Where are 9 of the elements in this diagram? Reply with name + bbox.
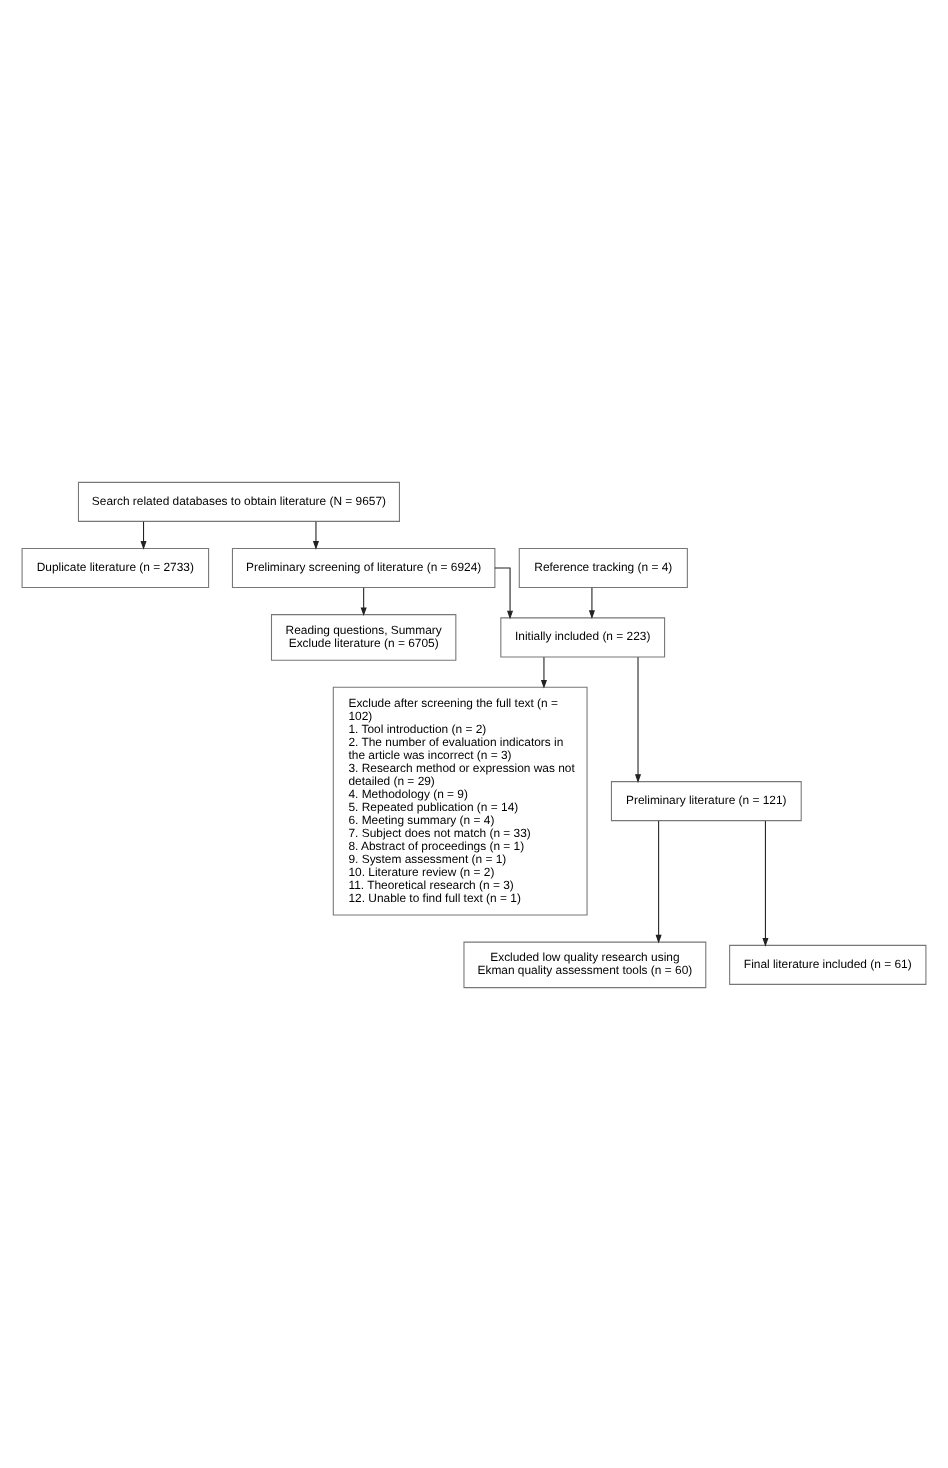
arrow (540, 655, 547, 688)
arrow (634, 655, 642, 782)
arrow (588, 586, 595, 619)
arrow (140, 520, 147, 549)
arrow (655, 819, 662, 943)
arrow (360, 586, 367, 616)
arrow (312, 520, 319, 549)
arrow (762, 819, 769, 946)
arrow (494, 566, 514, 619)
